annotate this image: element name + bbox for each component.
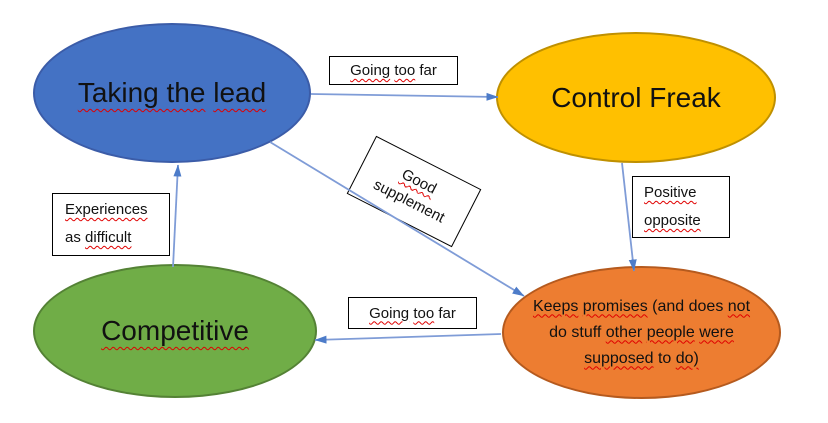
misspelled-word: Going (369, 304, 410, 322)
arrow-lead-to-control-freak (310, 92, 499, 101)
node-keeps-promises-line1: Keeps promises (and does not (533, 294, 750, 320)
misspelled-word: other (605, 323, 643, 341)
misspelled-word: do) (675, 349, 699, 367)
node-taking-the-lead: Taking the lead (33, 23, 311, 163)
edge-label-experiences-as-difficult: Experiences as difficult (52, 193, 170, 256)
misspelled-word: Keeps (532, 297, 579, 315)
word: (and does (652, 297, 724, 315)
misspelled-word: promises (582, 297, 648, 315)
node-control-freak-label: Control Freak (551, 81, 721, 113)
misspelled-word: were (699, 323, 734, 341)
edge-label-text: Going too far (369, 305, 456, 322)
node-keeps-promises-line2: do stuff other people were (533, 320, 750, 346)
misspelled-word: lead (213, 77, 267, 108)
arrow-competitive-to-lead (172, 164, 182, 268)
word: as (65, 229, 81, 246)
misspelled-word: not (727, 297, 751, 315)
misspelled-word: Positive (644, 184, 697, 201)
edge-label-positive-opposite: Positive opposite (632, 176, 730, 238)
node-taking-the-lead-label: Taking the lead (78, 76, 266, 110)
word: far (419, 62, 437, 79)
node-keeps-promises: Keeps promises (and does not do stuff ot… (502, 266, 781, 399)
misspelled-word: supposed (584, 349, 654, 367)
misspelled-word: difficult (85, 229, 132, 246)
node-keeps-promises-line3: supposed to do) (533, 346, 750, 372)
misspelled-word: too (413, 304, 435, 322)
node-competitive-label: Competitive (101, 314, 249, 348)
misspelled-word: Competitive (101, 315, 249, 346)
misspelled-word: Going (350, 62, 391, 79)
arrow-promises-to-competitive (314, 333, 502, 344)
edge-label-going-too-far-top: Going too far (329, 56, 458, 85)
node-competitive: Competitive (33, 264, 317, 398)
edge-label-text-line2: as difficult (65, 224, 169, 252)
edge-label-going-too-far-bottom: Going too far (348, 297, 477, 329)
word: far (438, 304, 456, 322)
node-control-freak: Control Freak (496, 32, 776, 163)
edge-label-text-line1: Experiences (65, 196, 169, 224)
word: do stuff (549, 323, 602, 341)
misspelled-word: Experiences (65, 201, 148, 218)
misspelled-word: Taking the (77, 77, 206, 108)
node-keeps-promises-label: Keeps promises (and does not do stuff ot… (519, 294, 764, 372)
misspelled-word: people (646, 323, 695, 341)
edge-label-text-line2: opposite (644, 207, 729, 235)
word: to (657, 349, 672, 367)
misspelled-word: too (394, 62, 416, 79)
edge-label-text-line1: Positive (644, 179, 729, 207)
edge-label-good-supplement: Good supplement (346, 135, 482, 248)
misspelled-word: opposite (644, 212, 701, 229)
edge-label-text: Going too far (350, 62, 437, 79)
